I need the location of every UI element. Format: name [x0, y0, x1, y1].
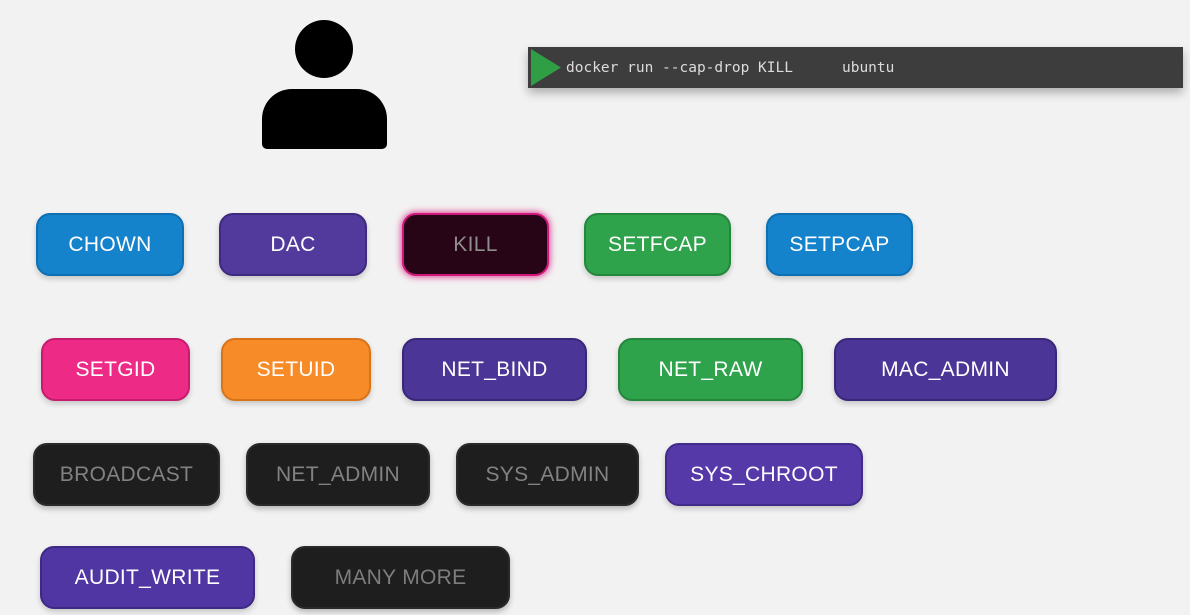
capability-label: SYS_ADMIN — [485, 462, 610, 486]
capability-row-4: AUDIT_WRITE MANY MORE — [40, 546, 510, 609]
capability-row-1: CHOWN DAC KILL SETFCAP SETPCAP — [36, 213, 913, 276]
capability-badge-chown: CHOWN — [36, 213, 184, 276]
capability-badge-setuid: SETUID — [221, 338, 371, 401]
capability-badge-setfcap: SETFCAP — [584, 213, 731, 276]
capability-label: DAC — [270, 232, 316, 256]
capability-badge-net-bind: NET_BIND — [402, 338, 587, 401]
capability-label: NET_BIND — [441, 357, 548, 381]
capability-badge-mac-admin: MAC_ADMIN — [834, 338, 1057, 401]
capability-badge-net-raw: NET_RAW — [618, 338, 803, 401]
user-torso-icon — [262, 89, 387, 149]
capability-badge-setpcap: SETPCAP — [766, 213, 913, 276]
capability-badge-net-admin: NET_ADMIN — [246, 443, 430, 506]
capability-badge-dac: DAC — [219, 213, 367, 276]
capability-label: BROADCAST — [59, 462, 194, 486]
capability-row-2: SETGID SETUID NET_BIND NET_RAW MAC_ADMIN — [41, 338, 1057, 401]
capability-badge-audit-write: AUDIT_WRITE — [40, 546, 255, 609]
capability-label: SYS_CHROOT — [690, 462, 838, 486]
capability-label: NET_RAW — [658, 357, 763, 381]
capability-row-3: BROADCAST NET_ADMIN SYS_ADMIN SYS_CHROOT — [33, 443, 863, 506]
capability-label: MAC_ADMIN — [881, 357, 1010, 381]
capability-badge-kill-dropped: KILL — [402, 213, 549, 276]
capability-label: NET_ADMIN — [275, 462, 401, 486]
capability-label: KILL — [453, 232, 498, 256]
terminal-command-text: docker run --cap-drop KILL — [566, 59, 793, 76]
capability-label: AUDIT_WRITE — [74, 565, 221, 589]
capability-label: SETPCAP — [789, 232, 890, 256]
user-head-icon — [295, 20, 353, 78]
capability-label: MANY MORE — [334, 565, 467, 589]
capability-badge-broadcast: BROADCAST — [33, 443, 220, 506]
capability-badge-setgid: SETGID — [41, 338, 190, 401]
capability-label: SETUID — [256, 357, 336, 381]
capability-badge-many-more: MANY MORE — [291, 546, 510, 609]
capability-badge-sys-chroot: SYS_CHROOT — [665, 443, 863, 506]
capability-badge-sys-admin: SYS_ADMIN — [456, 443, 639, 506]
capability-label: CHOWN — [68, 232, 152, 256]
terminal-command-bar: docker run --cap-drop KILL ubuntu — [528, 47, 1183, 88]
terminal-image-name: ubuntu — [841, 59, 895, 76]
user-icon — [262, 20, 388, 150]
play-icon — [531, 49, 561, 86]
capability-label: SETGID — [75, 357, 156, 381]
capability-label: SETFCAP — [608, 232, 707, 256]
